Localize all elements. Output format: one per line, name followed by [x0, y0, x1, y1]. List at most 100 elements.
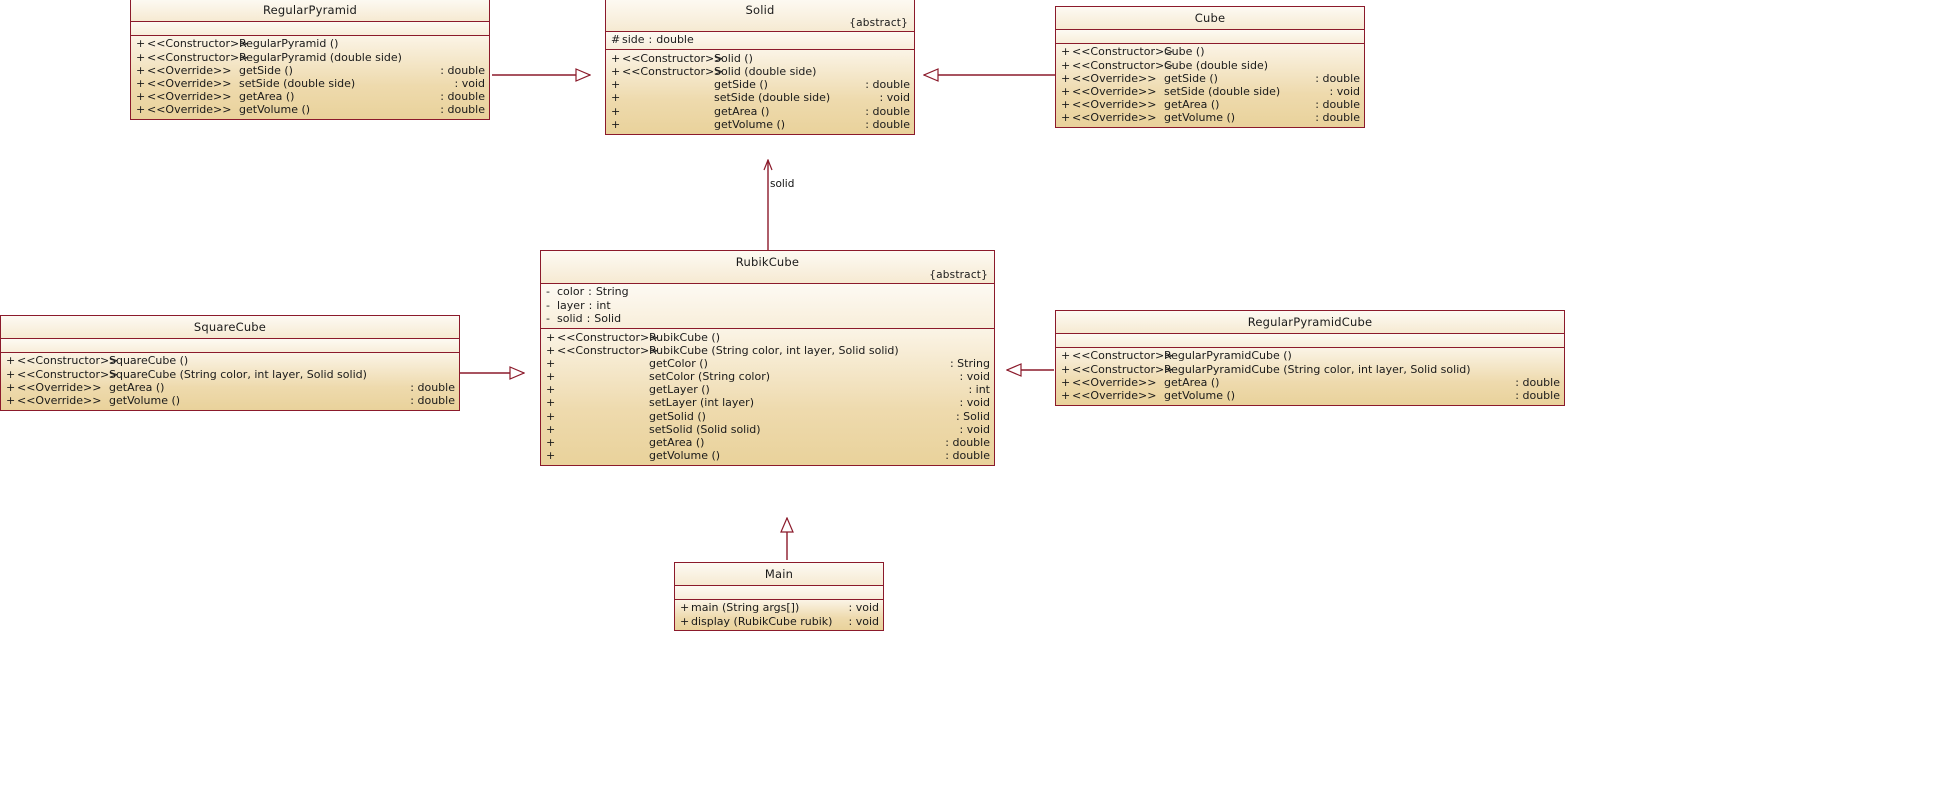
operation-row[interactable]: + getArea () : double: [541, 436, 994, 450]
return-type: : double: [945, 436, 990, 450]
operation-row[interactable]: + <<Constructor>> RubikCube (): [541, 331, 994, 344]
operation-row[interactable]: + <<Override>> getArea () : double: [131, 90, 489, 104]
operation-row[interactable]: + setSide (double side) : void: [606, 91, 914, 105]
attributes-compartment-solid: # side : double: [606, 32, 914, 51]
operation-signature: RegularPyramidCube (): [1164, 350, 1292, 363]
operation-signature: setSide (double side): [239, 77, 356, 90]
attribute-name: solid: [557, 312, 583, 326]
visibility-marker: +: [6, 367, 16, 381]
visibility-marker: +: [1061, 84, 1071, 98]
stereotype-label: <<Override>>: [1072, 388, 1157, 402]
operation-signature: RegularPyramidCube (String color, int la…: [1164, 363, 1471, 376]
return-type: : void: [848, 614, 879, 628]
operation-row[interactable]: + <<Constructor>> SquareCube (): [1, 354, 459, 368]
operation-row[interactable]: + getVolume () : double: [541, 449, 994, 463]
operation-signature: Solid (double side): [714, 65, 817, 78]
operation-row[interactable]: + getLayer () : int: [541, 383, 994, 397]
operation-signature: getArea (): [714, 105, 770, 118]
operation-row[interactable]: + <<Constructor>> Solid (): [606, 52, 914, 65]
operation-signature: RubikCube (): [649, 331, 721, 344]
operation-row[interactable]: + <<Override>> getSide () : double: [1056, 72, 1364, 85]
operation-row[interactable]: + setColor (String color) : void: [541, 370, 994, 384]
operation-signature: main (String args[]): [691, 602, 800, 615]
visibility-marker: +: [1061, 362, 1071, 376]
visibility-marker: +: [1061, 375, 1071, 389]
operation-row[interactable]: + <<Constructor>> RubikCube (String colo…: [541, 344, 994, 357]
operation-signature: getArea (): [109, 381, 165, 394]
operation-row[interactable]: + <<Constructor>> RegularPyramid (): [131, 37, 489, 51]
operation-row[interactable]: + <<Override>> getArea () : double: [1056, 376, 1564, 389]
attribute-row[interactable]: # side : double: [606, 34, 914, 47]
operation-signature: RegularPyramid (): [239, 38, 339, 51]
visibility-marker: +: [1061, 71, 1071, 85]
operation-row[interactable]: + <<Override>> getVolume () : double: [1, 393, 459, 408]
operation-row[interactable]: + <<Constructor>> RegularPyramidCube (): [1056, 349, 1564, 363]
operation-row[interactable]: + <<Override>> getVolume () : double: [131, 103, 489, 117]
operation-row[interactable]: + <<Constructor>> Cube (double side): [1056, 59, 1364, 72]
operation-signature: Cube (double side): [1164, 59, 1269, 72]
operation-row[interactable]: + <<Override>> getArea () : double: [1056, 98, 1364, 112]
class-name-cube: Cube: [1194, 11, 1226, 25]
class-box-rubikcube[interactable]: RubikCube {abstract} - color : String - …: [540, 250, 995, 466]
visibility-marker: +: [6, 354, 16, 368]
visibility-marker: +: [546, 370, 556, 384]
attribute-name: side: [622, 33, 645, 47]
class-name-regularpyramid: RegularPyramid: [262, 3, 358, 17]
operation-row[interactable]: + <<Override>> getArea () : double: [1, 381, 459, 394]
operations-compartment-regularpyramidcube: + <<Constructor>> RegularPyramidCube () …: [1056, 348, 1564, 405]
operation-row[interactable]: + display (RubikCube rubik) : void: [675, 615, 883, 628]
operation-row[interactable]: + <<Override>> setSide (double side) : v…: [131, 77, 489, 91]
operation-row[interactable]: + <<Constructor>> RegularPyramid (double…: [131, 51, 489, 64]
class-box-regularpyramidcube[interactable]: RegularPyramidCube + <<Constructor>> Reg…: [1055, 310, 1565, 406]
visibility-marker: -: [546, 285, 550, 299]
stereotype-label: <<Constructor>>: [1072, 349, 1174, 363]
attribute-row[interactable]: - color : String: [541, 286, 994, 299]
class-box-main[interactable]: Main + main (String args[]) : void + dis…: [674, 562, 884, 632]
operation-row[interactable]: + getArea () : double: [606, 105, 914, 118]
return-type: : double: [865, 78, 910, 92]
operation-row[interactable]: + <<Constructor>> SquareCube (String col…: [1, 368, 459, 381]
class-box-solid[interactable]: Solid {abstract} # side : double + <<Con…: [605, 0, 915, 135]
operation-signature: display (RubikCube rubik): [691, 615, 833, 628]
class-box-cube[interactable]: Cube + <<Constructor>> Cube () + <<Const…: [1055, 6, 1365, 129]
operation-row[interactable]: + <<Constructor>> Solid (double side): [606, 65, 914, 79]
operations-compartment-squarecube: + <<Constructor>> SquareCube () + <<Cons…: [1, 353, 459, 410]
return-type: : void: [879, 91, 910, 105]
visibility-marker: +: [546, 436, 556, 450]
operation-row[interactable]: + getSide () : double: [606, 78, 914, 92]
attributes-compartment-rubikcube: - color : String - layer : int - solid :…: [541, 284, 994, 330]
operation-row[interactable]: + getSolid () : Solid: [541, 410, 994, 423]
stereotype-label: <<Override>>: [1072, 375, 1157, 389]
stereotype-label: <<Constructor>>: [17, 367, 119, 381]
operation-row[interactable]: + <<Constructor>> Cube (): [1056, 45, 1364, 59]
operation-row[interactable]: + getVolume () : double: [606, 118, 914, 131]
operation-signature: getVolume (): [1164, 112, 1236, 125]
attribute-row[interactable]: - layer : int: [541, 299, 994, 312]
operation-row[interactable]: + <<Override>> setSide (double side) : v…: [1056, 84, 1364, 99]
return-type: : double: [1515, 388, 1560, 402]
visibility-marker: +: [680, 614, 690, 628]
class-header-main: Main: [675, 563, 883, 586]
class-box-regularpyramid[interactable]: RegularPyramid + <<Constructor>> Regular…: [130, 0, 490, 121]
operation-row[interactable]: + setSolid (Solid solid) : void: [541, 423, 994, 436]
attribute-row[interactable]: - solid : Solid: [541, 313, 994, 326]
class-header-cube: Cube: [1056, 7, 1364, 30]
operation-row[interactable]: + getColor () : String: [541, 356, 994, 371]
class-name-main: Main: [764, 567, 794, 581]
operation-row[interactable]: + <<Constructor>> RegularPyramidCube (St…: [1056, 363, 1564, 376]
operation-row[interactable]: + main (String args[]) : void: [675, 601, 883, 615]
return-type: : double: [440, 90, 485, 104]
return-type: : void: [848, 601, 879, 615]
operation-row[interactable]: + <<Override>> getVolume () : double: [1056, 388, 1564, 403]
stereotype-label: <<Override>>: [17, 393, 102, 407]
operation-row[interactable]: + <<Override>> getSide () : double: [131, 64, 489, 77]
class-box-squarecube[interactable]: SquareCube + <<Constructor>> SquareCube …: [0, 315, 460, 411]
visibility-marker: +: [546, 356, 556, 370]
operations-compartment-solid: + <<Constructor>> Solid () + <<Construct…: [606, 50, 914, 134]
attributes-compartment-cube: [1056, 30, 1364, 44]
return-type: : void: [959, 396, 990, 410]
operation-row[interactable]: + <<Override>> getVolume () : double: [1056, 111, 1364, 125]
visibility-marker: +: [1061, 45, 1071, 59]
operation-row[interactable]: + setLayer (int layer) : void: [541, 397, 994, 410]
